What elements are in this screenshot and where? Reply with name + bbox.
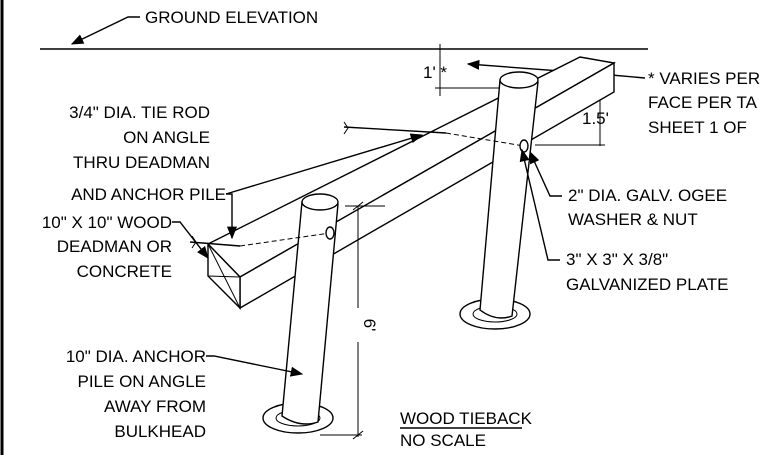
dim-6ft-label: 6' xyxy=(360,319,379,332)
varies-note-line2: FACE PER TA xyxy=(648,93,758,112)
plate-note-line2: GALVANIZED PLATE xyxy=(566,275,729,294)
plate-note-line1: 3" X 3" X 3/8" xyxy=(566,250,668,269)
ogee-note-line2: WASHER & NUT xyxy=(568,210,698,229)
tie-rod-note-line4: AND ANCHOR PILE xyxy=(71,185,226,204)
pile-note-line3: AWAY FROM xyxy=(104,397,206,416)
far-tie-rod-break xyxy=(343,121,349,135)
near-tie-rod-exposed xyxy=(189,241,241,247)
dim-6ft-gap xyxy=(350,308,366,342)
dim-1ft-label: 1' * xyxy=(423,63,447,82)
varies-note-line3: SHEET 1 OF xyxy=(648,118,747,137)
ground-elevation-label: GROUND ELEVATION xyxy=(145,8,318,27)
pile-note-line2: PILE ON ANGLE xyxy=(78,372,207,391)
tie-rod-note-line3: THRU DEADMAN xyxy=(73,153,210,172)
far-tie-rod-hidden xyxy=(445,132,525,147)
ground-elevation-leader xyxy=(70,16,140,45)
tie-rod-leader-far xyxy=(225,133,424,195)
pile-leader xyxy=(206,355,304,377)
deadman-note-line1: 10" X 10" WOOD xyxy=(42,213,172,232)
far-ogee-washer xyxy=(519,139,529,153)
near-ogee-washer xyxy=(325,226,335,240)
pile-note-line4: BULKHEAD xyxy=(114,422,206,441)
drawing-scale: NO SCALE xyxy=(400,431,486,450)
tie-rod-leader-near xyxy=(226,193,238,240)
near-tie-rod-hidden xyxy=(239,232,331,247)
far-anchor-pile-top xyxy=(499,71,539,89)
deadman-note-line3: CONCRETE xyxy=(77,262,172,281)
near-anchor-pile-top xyxy=(301,193,339,211)
deadman-top-face xyxy=(206,56,617,278)
dim-6ft-tick-top xyxy=(352,201,364,211)
ogee-note-line1: 2" DIA. GALV. OGEE xyxy=(568,186,727,205)
deadman-note-line2: DEADMAN OR xyxy=(57,237,172,256)
dim-1-5-label: 1.5' xyxy=(582,109,609,128)
pile-note-line1: 10" DIA. ANCHOR xyxy=(66,347,206,366)
varies-note-line1: * VARIES PER xyxy=(648,69,760,88)
plate-leader xyxy=(519,148,560,261)
deadman-leader xyxy=(172,221,209,259)
ogee-leader xyxy=(529,150,562,197)
tie-rod-note-line1: 3/4" DIA. TIE ROD xyxy=(69,103,210,122)
drawing-title: WOOD TIEBACK xyxy=(400,409,533,428)
far-tie-rod-exposed xyxy=(343,126,447,134)
deadman-end-x2 xyxy=(207,275,241,278)
dim-6ft-tick-bottom xyxy=(352,430,364,440)
tie-rod-note-line2: ON ANGLE xyxy=(123,128,210,147)
